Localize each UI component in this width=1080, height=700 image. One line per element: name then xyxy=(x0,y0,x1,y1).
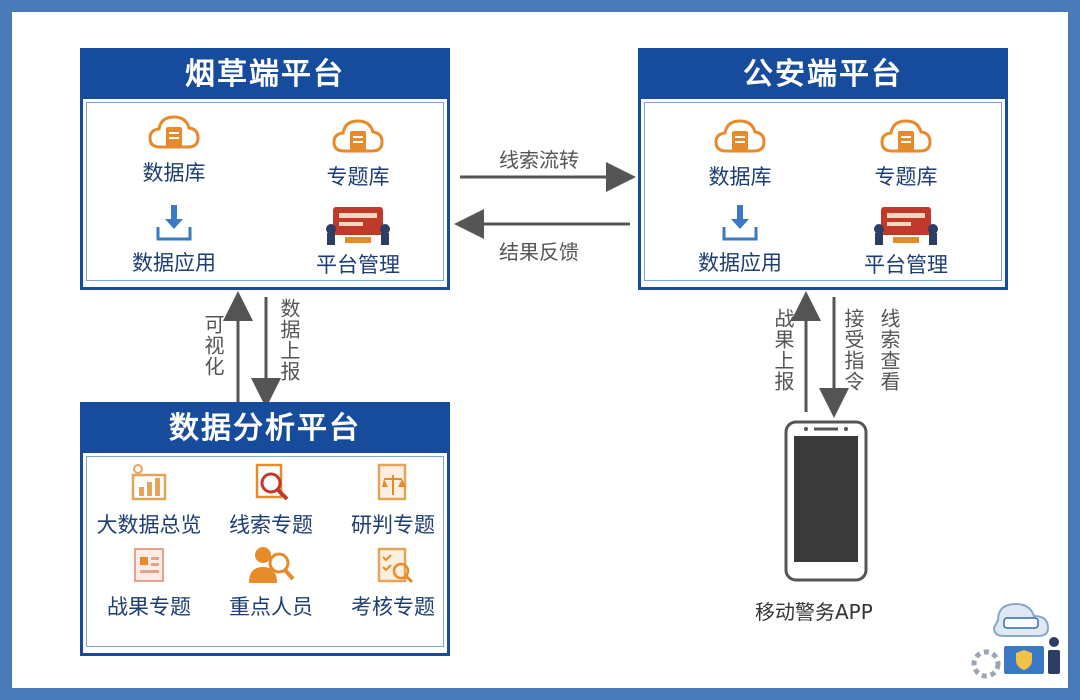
analysis-overview-label: 大数据总览 xyxy=(96,513,202,537)
police-platform-panel: 公安端平台 数据库 专题库 xyxy=(638,48,1008,290)
cloud-database-icon xyxy=(148,115,200,149)
edge-label-visualize: 可视化 xyxy=(201,314,225,377)
mobile-app-label: 移动警务APP xyxy=(755,600,873,624)
scales-document-icon xyxy=(377,463,407,501)
tobacco-data-app-label: 数据应用 xyxy=(132,251,216,275)
analysis-judgement-label: 研判专题 xyxy=(351,513,435,537)
edge-label-battle-report: 战果上报 xyxy=(771,308,795,392)
analysis-assessment-label: 考核专题 xyxy=(351,595,435,619)
police-topic-db-label: 专题库 xyxy=(874,165,938,189)
checklist-icon xyxy=(377,547,414,584)
download-tray-icon xyxy=(722,205,758,241)
connector-arrows xyxy=(223,162,849,418)
tobacco-platform-mgmt-label: 平台管理 xyxy=(316,253,400,277)
police-topic-db-item: 专题库 xyxy=(831,115,981,191)
edge-label-receive-cmd: 接受指令 xyxy=(841,308,865,392)
tobacco-platform-body: 数据库 专题库 数据应用 xyxy=(86,102,444,281)
person-search-icon xyxy=(249,547,295,583)
edge-label-clue-view: 线索查看 xyxy=(877,308,901,392)
analysis-assessment-item: 考核专题 xyxy=(333,543,453,621)
police-data-app-item: 数据应用 xyxy=(665,201,815,277)
mobile-phone-icon xyxy=(784,420,868,582)
police-platform-mgmt-label: 平台管理 xyxy=(864,253,948,277)
analysis-judgement-item: 研判专题 xyxy=(333,461,453,539)
police-platform-title: 公安端平台 xyxy=(641,51,1005,99)
police-platform-mgmt-item: 平台管理 xyxy=(831,199,981,279)
tobacco-platform-mgmt-item: 平台管理 xyxy=(283,199,433,279)
trophy-report-icon xyxy=(134,548,164,582)
analysis-key-persons-label: 重点人员 xyxy=(229,595,313,619)
analysis-clue-item: 线索专题 xyxy=(211,461,331,539)
tobacco-database-item: 数据库 xyxy=(99,111,249,187)
analysis-platform-body: 大数据总览 线索专题 研判专题 xyxy=(86,456,444,647)
admin-console-icon xyxy=(326,207,390,245)
edge-label-data-report: 数据上报 xyxy=(277,298,301,382)
tobacco-topic-db-label: 专题库 xyxy=(326,165,390,189)
cloud-database-icon xyxy=(714,119,766,153)
cloud-topic-icon xyxy=(880,119,932,153)
edge-label-result-feedback: 结果反馈 xyxy=(499,240,579,264)
police-platform-body: 数据库 专题库 数据应用 xyxy=(644,102,1002,281)
security-network-illustration xyxy=(971,602,1060,679)
magnifier-report-icon xyxy=(255,463,289,501)
tobacco-data-app-item: 数据应用 xyxy=(99,201,249,277)
police-database-item: 数据库 xyxy=(665,115,815,191)
download-tray-icon xyxy=(156,205,192,241)
analysis-key-persons-item: 重点人员 xyxy=(211,543,331,621)
tobacco-platform-panel: 烟草端平台 数据库 专题库 xyxy=(80,48,450,290)
analysis-platform-panel: 数据分析平台 大数据总览 线索专题 xyxy=(80,402,450,656)
tobacco-topic-db-item: 专题库 xyxy=(283,115,433,191)
analysis-platform-title: 数据分析平台 xyxy=(83,405,447,453)
diagram-canvas: 烟草端平台 数据库 专题库 xyxy=(12,12,1068,688)
admin-console-icon xyxy=(874,207,938,245)
tobacco-database-label: 数据库 xyxy=(142,161,206,185)
analysis-overview-item: 大数据总览 xyxy=(89,461,209,539)
analysis-results-label: 战果专题 xyxy=(107,595,191,619)
analysis-results-item: 战果专题 xyxy=(89,543,209,621)
analysis-clue-label: 线索专题 xyxy=(229,513,313,537)
dashboard-icon xyxy=(131,464,167,501)
cloud-topic-icon xyxy=(332,119,384,153)
edge-label-clue-flow: 线索流转 xyxy=(499,148,579,172)
police-database-label: 数据库 xyxy=(708,165,772,189)
police-data-app-label: 数据应用 xyxy=(698,251,782,275)
tobacco-platform-title: 烟草端平台 xyxy=(83,51,447,99)
